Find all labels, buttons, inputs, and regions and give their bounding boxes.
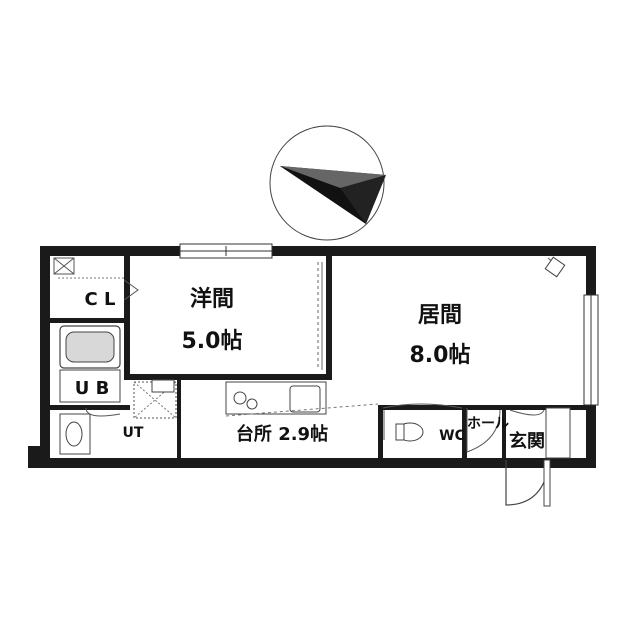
bathtub (59, 325, 121, 403)
closet (52, 257, 139, 318)
kitchen-label: 台所 2.9帖 (236, 423, 328, 445)
entrance-door (505, 407, 571, 507)
closet-label: C L (85, 289, 116, 310)
living-room-size: 8.0帖 (410, 343, 471, 368)
western-room-name: 洋間 (190, 286, 234, 312)
sliding-door-partition (317, 262, 323, 370)
entrance-label: 玄関 (509, 430, 545, 452)
compass-north-arrow (269, 125, 386, 241)
window-living-room (583, 294, 599, 406)
interior-walls (50, 256, 586, 460)
window-west-room (179, 243, 273, 259)
washer-space (133, 379, 177, 419)
western-room-size: 5.0帖 (182, 329, 243, 354)
utility-label: UT (123, 425, 144, 441)
toilet (383, 410, 427, 446)
kitchen-counter (225, 381, 379, 417)
living-room-name: 居間 (418, 303, 462, 328)
washbasin (59, 407, 121, 455)
hall-label: ホール (467, 416, 509, 432)
toilet-label: WC (439, 428, 465, 444)
bath-label: U B (75, 378, 110, 399)
aircon-outlet (544, 256, 566, 278)
